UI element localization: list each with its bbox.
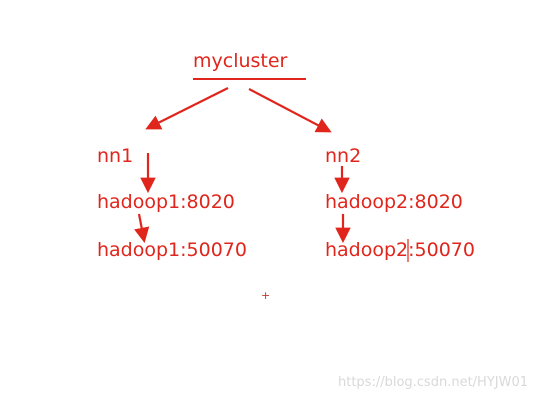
watermark-text: https://blog.csdn.net/HYJW01 xyxy=(338,375,528,390)
root-node-label: mycluster xyxy=(193,50,288,72)
nn2-http-address: hadoop2:50070 xyxy=(325,239,475,261)
nn1-rpc-address: hadoop1:8020 xyxy=(97,191,235,213)
arrow-root-to-nn1 xyxy=(145,87,229,130)
nn2-rpc-address: hadoop2:8020 xyxy=(325,191,463,213)
arrow-rpc-to-http-left xyxy=(134,213,150,244)
nn2-label: nn2 xyxy=(325,145,361,167)
nn1-label: nn1 xyxy=(97,145,133,167)
arrow-root-to-nn2 xyxy=(248,88,332,133)
nn1-http-address: hadoop1:50070 xyxy=(97,239,247,261)
plus-cursor-icon: + xyxy=(261,289,270,302)
